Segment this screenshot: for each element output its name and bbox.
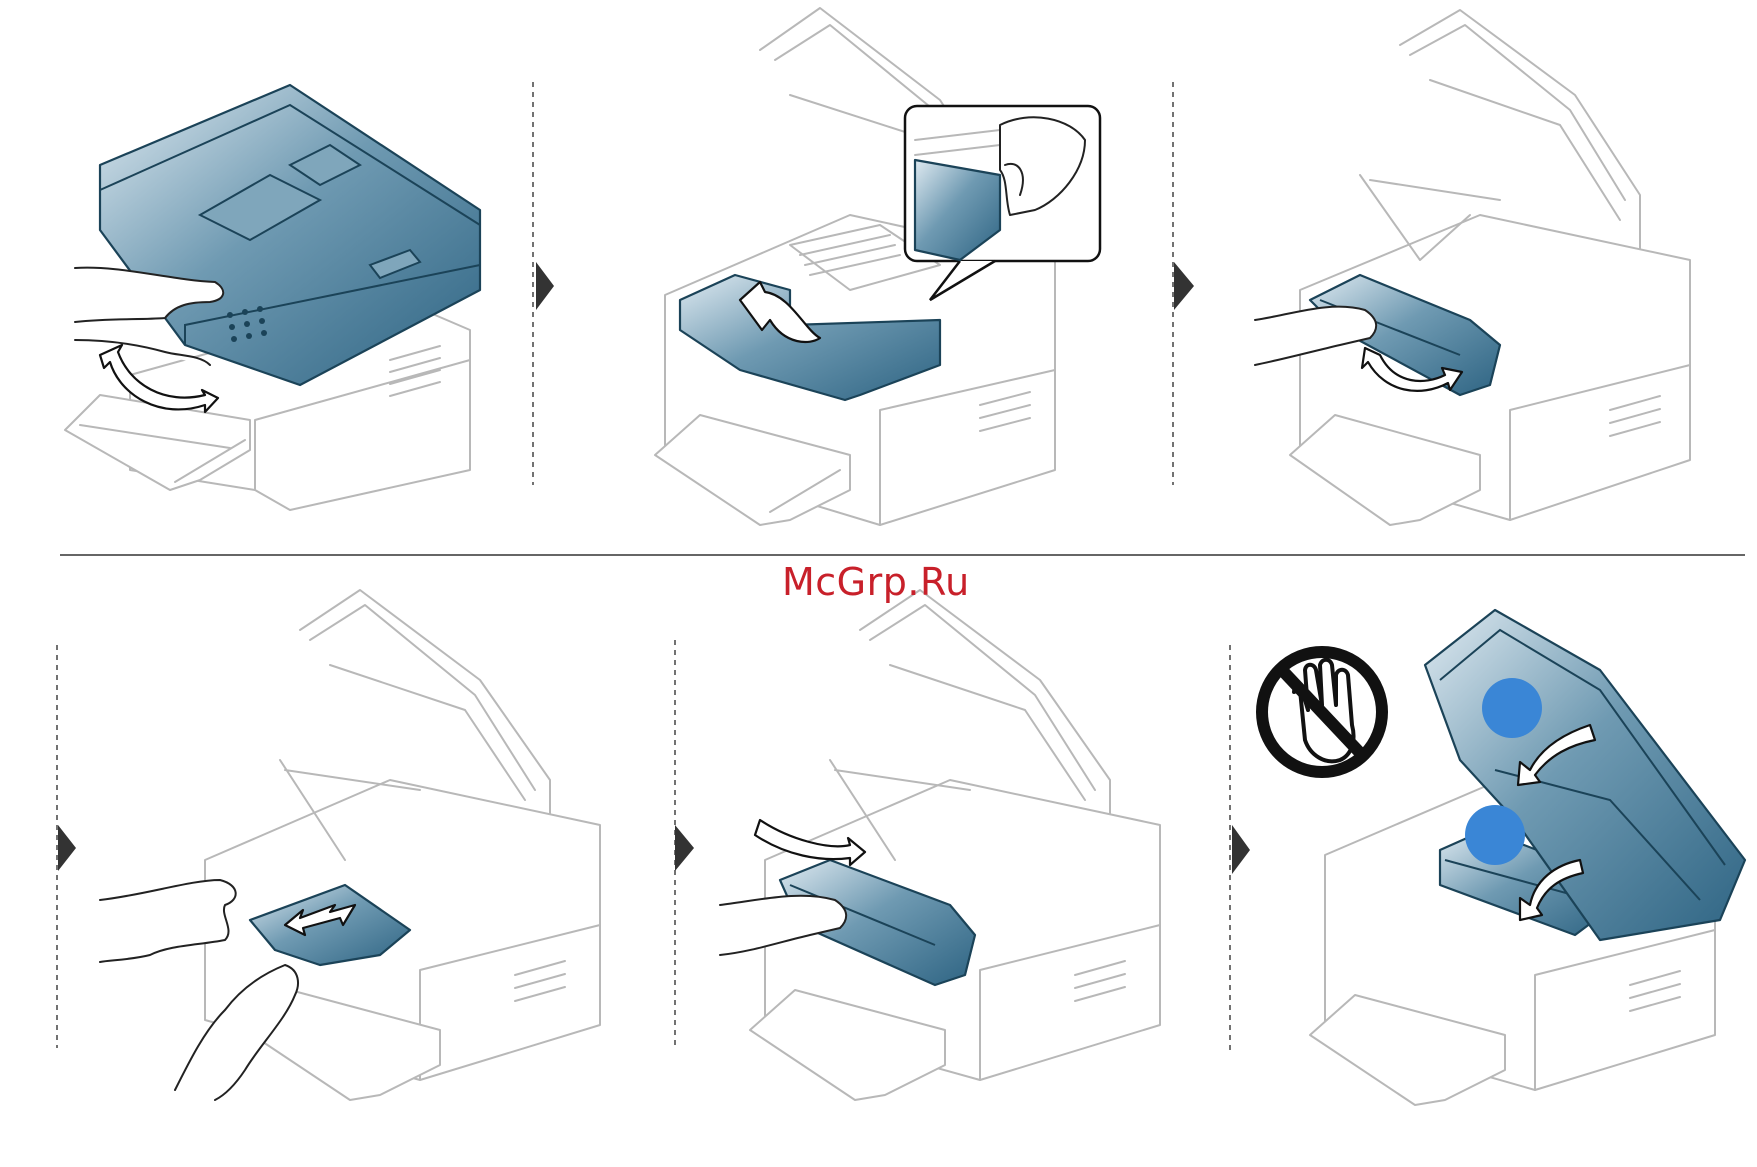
step-arrow-icon [58, 825, 76, 871]
step-arrow-icon [1232, 825, 1250, 874]
no-touch-hand-icon [1262, 652, 1382, 772]
step-6-close-covers [1262, 610, 1745, 1105]
step-5-reinsert-toner [720, 590, 1160, 1100]
callout-marker-1 [1482, 678, 1542, 738]
step-arrow-icon [536, 262, 554, 310]
step-arrow-icon [1174, 262, 1194, 310]
watermark: McGrp.Ru [782, 560, 982, 604]
step-arrow-icon [675, 825, 694, 871]
step-2-open-inner-cover [655, 8, 1100, 525]
callout-marker-2 [1465, 805, 1525, 865]
step-3-remove-toner [1255, 10, 1690, 525]
step-4-pull-jammed-paper [100, 590, 600, 1100]
step-1-open-scan-unit [65, 85, 480, 510]
